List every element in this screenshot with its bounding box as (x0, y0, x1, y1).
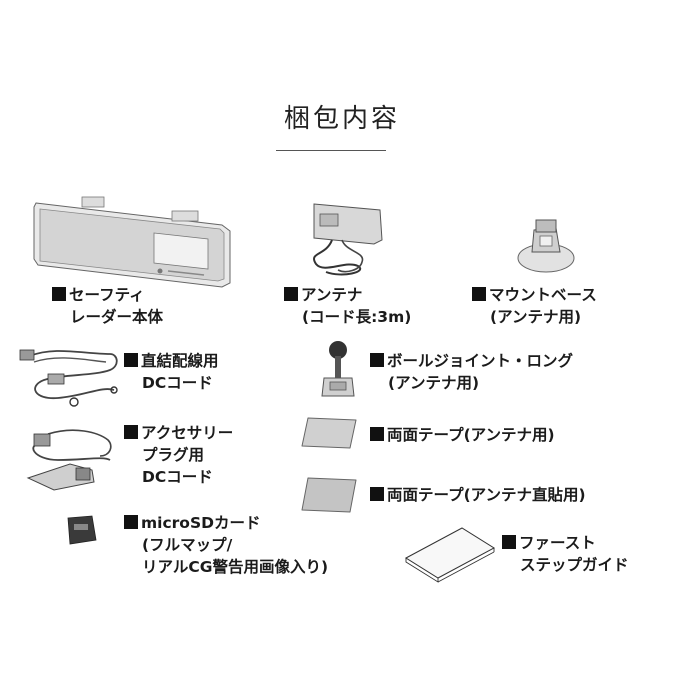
item-radar-unit: セーフティ レーダー本体 (52, 284, 163, 328)
bullet-square-icon (370, 353, 384, 367)
item-mount-base: マウントベース (アンテナ用) (472, 284, 597, 328)
title-divider (276, 150, 386, 151)
accessory-plug-cord-image (26, 429, 112, 491)
first-step-guide-image (405, 527, 495, 583)
bullet-square-icon (124, 353, 138, 367)
item-antenna: アンテナ (コード長:3m) (284, 284, 411, 328)
item-double-sided-tape-antenna: 両面テープ(アンテナ用) (370, 424, 555, 446)
item-ball-joint-long: ボールジョイント・ロング (アンテナ用) (370, 350, 573, 394)
bullet-square-icon (124, 425, 138, 439)
double-sided-tape-direct-image (301, 477, 357, 513)
bullet-square-icon (124, 515, 138, 529)
item-first-step-guide: ファースト ステップガイド (502, 532, 629, 576)
item-microsd-card: microSDカード (フルマップ/ リアルCG警告用画像入り) (124, 512, 328, 578)
bullet-square-icon (502, 535, 516, 549)
direct-wiring-cord-image (19, 349, 118, 407)
microsd-card-image (67, 515, 97, 545)
radar-unit-image (33, 196, 231, 288)
bullet-square-icon (370, 427, 384, 441)
bullet-square-icon (284, 287, 298, 301)
item-double-sided-tape-direct: 両面テープ(アンテナ直貼用) (370, 484, 586, 506)
antenna-image (313, 203, 383, 276)
bullet-square-icon (370, 487, 384, 501)
bullet-square-icon (472, 287, 486, 301)
page-title: 梱包内容 (283, 104, 400, 134)
bullet-square-icon (52, 287, 66, 301)
mount-base-image (517, 219, 575, 273)
ball-joint-image (321, 341, 355, 397)
double-sided-tape-image (301, 417, 357, 449)
item-direct-wiring-dc-cord: 直結配線用 DCコード (124, 350, 219, 394)
item-accessory-plug-dc-cord: アクセサリー プラグ用 DCコード (124, 422, 233, 488)
